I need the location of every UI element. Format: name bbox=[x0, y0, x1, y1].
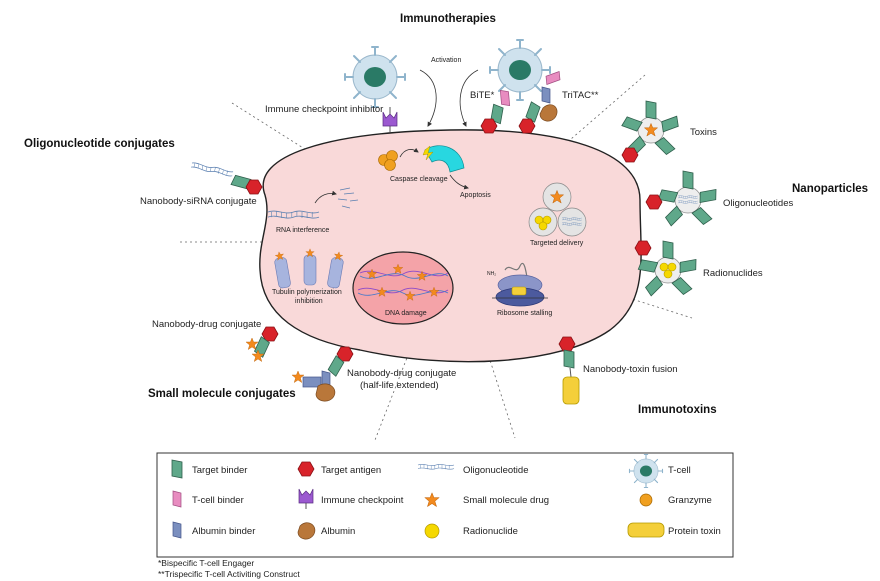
radionuclides-label: Radionuclides bbox=[703, 268, 763, 279]
target-cell bbox=[259, 129, 642, 363]
caspase-arrow bbox=[399, 147, 419, 158]
ribosome-label: Ribosome stalling bbox=[497, 310, 552, 317]
nanoparticle-oligonucleotides bbox=[645, 170, 719, 227]
tubulin-label-2: inhibition bbox=[295, 298, 323, 305]
tritac-construct bbox=[518, 71, 561, 134]
targeted-delivery-graphic bbox=[528, 182, 587, 237]
section-immunotherapies: Immunotherapies bbox=[400, 13, 496, 25]
legend-label: Small molecule drug bbox=[463, 495, 549, 506]
targeted-delivery-label: Targeted delivery bbox=[530, 240, 584, 247]
activation-arrow-right bbox=[459, 69, 479, 127]
t-cell-binder-icon bbox=[172, 490, 182, 508]
oligonucleotides-label: Oligonucleotides bbox=[723, 198, 793, 209]
protein-toxin-icon bbox=[627, 522, 665, 538]
radionuclide-icon bbox=[424, 523, 440, 539]
sirna-conjugate-label: Nanobody-siRNA conjugate bbox=[140, 196, 257, 207]
dna-damage-graphic bbox=[352, 251, 454, 325]
legend-label: Target binder bbox=[192, 465, 247, 476]
t-cell-icon bbox=[628, 453, 664, 489]
tritac-label: TriTAC** bbox=[562, 90, 599, 101]
sirna-conjugate bbox=[190, 161, 263, 195]
target-antigen-icon bbox=[297, 461, 315, 477]
section-nanoparticles: Nanoparticles bbox=[792, 183, 868, 195]
drug-conjugate-hle-label-1: Nanobody-drug conjugate bbox=[347, 368, 456, 379]
legend-label: Albumin binder bbox=[192, 526, 255, 537]
section-oligo-conjugates: Oligonucleotide conjugates bbox=[24, 138, 175, 150]
immune-checkpoint-icon bbox=[298, 488, 314, 509]
caspase-label: Caspase cleavage bbox=[390, 176, 448, 183]
granzyme-icon bbox=[639, 493, 653, 507]
legend-label: T-cell bbox=[668, 465, 691, 476]
caspase-enzyme bbox=[422, 145, 465, 173]
legend-label: Protein toxin bbox=[668, 526, 721, 537]
activation-label: Activation bbox=[431, 57, 461, 64]
footnote-tritac: **Trispecific T-cell Activiting Construc… bbox=[158, 569, 300, 579]
legend-label: T-cell binder bbox=[192, 495, 244, 506]
nanoparticle-radionuclides bbox=[634, 240, 699, 297]
t-cell-left bbox=[344, 46, 406, 108]
target-binder-icon bbox=[171, 459, 183, 479]
t-cell-right bbox=[489, 39, 551, 101]
albumin-icon bbox=[297, 522, 316, 540]
legend-label: Granzyme bbox=[668, 495, 712, 506]
legend-label: Albumin bbox=[321, 526, 355, 537]
drug-conjugate-hle bbox=[291, 346, 354, 402]
legend-label: Radionuclide bbox=[463, 526, 518, 537]
legend-label: Oligonucleotide bbox=[463, 465, 529, 476]
bite-label: BiTE* bbox=[470, 90, 495, 101]
toxin-fusion bbox=[558, 336, 580, 405]
dna-damage-label: DNA damage bbox=[385, 310, 427, 317]
immune-checkpoint-inhibitor bbox=[382, 107, 398, 132]
tubulin-label-1: Tubulin polymerization bbox=[272, 289, 342, 296]
drug-conjugate-hle-label-2: (half-life extended) bbox=[360, 380, 439, 391]
activation-arrow-left bbox=[419, 69, 437, 127]
granzyme-cluster bbox=[378, 150, 398, 171]
footnote-bite: *Bispecific T-cell Engager bbox=[158, 558, 254, 568]
toxins-label: Toxins bbox=[690, 127, 717, 138]
section-immunotoxins: Immunotoxins bbox=[638, 404, 717, 416]
rna-interference-graphic bbox=[267, 187, 359, 219]
drug-conjugate bbox=[245, 326, 279, 362]
toxin-fusion-label: Nanobody-toxin fusion bbox=[583, 364, 678, 375]
apoptosis-arrow bbox=[449, 174, 469, 190]
ribosome-graphic: NH₂ bbox=[487, 262, 548, 307]
rna-interference-label: RNA interference bbox=[276, 227, 329, 234]
checkpoint-inhibitor-label: Immune checkpoint inhibitor bbox=[265, 104, 383, 115]
nh2-label: NH₂ bbox=[487, 271, 496, 277]
nanoparticle-toxins bbox=[621, 100, 681, 163]
tubulin-graphic bbox=[274, 248, 344, 289]
albumin-binder-icon bbox=[172, 521, 182, 539]
bite-construct bbox=[480, 89, 511, 134]
drug-conjugate-label: Nanobody-drug conjugate bbox=[152, 319, 261, 330]
legend-label: Target antigen bbox=[321, 465, 381, 476]
section-small-molecule: Small molecule conjugates bbox=[148, 388, 296, 400]
apoptosis-label: Apoptosis bbox=[460, 192, 491, 199]
legend-label: Immune checkpoint bbox=[321, 495, 404, 506]
